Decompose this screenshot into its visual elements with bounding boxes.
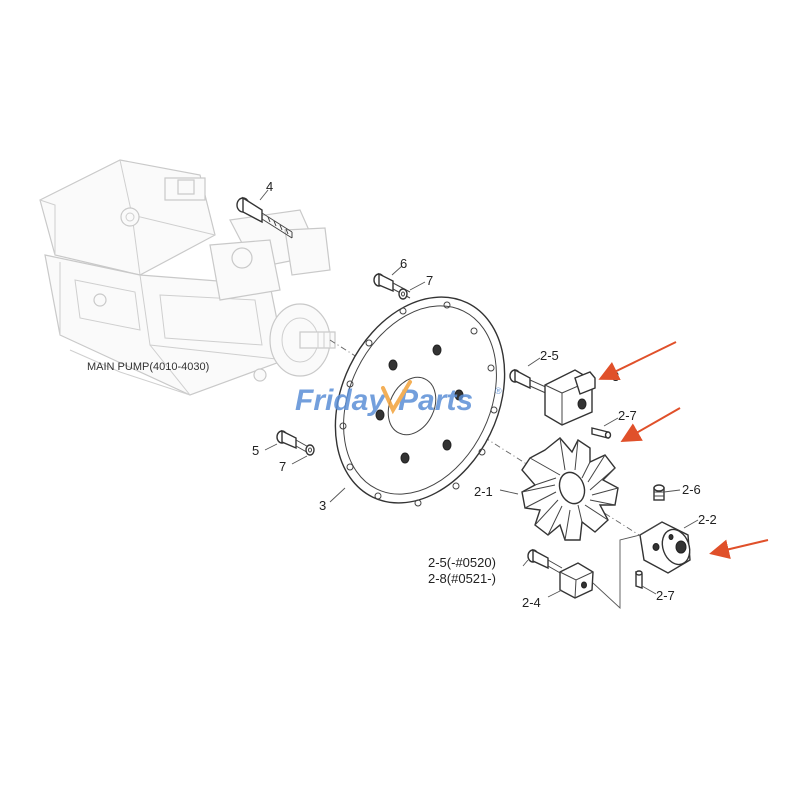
coupling-element-part-2-1 bbox=[521, 437, 619, 541]
callout-7-left: 7 bbox=[279, 459, 286, 474]
callout-2-2: 2-2 bbox=[698, 512, 717, 527]
watermark-text-parts: Parts bbox=[398, 384, 473, 417]
block-part-2-4 bbox=[559, 562, 594, 599]
pin-part-2-7-lower bbox=[635, 570, 643, 589]
callout-2-5-serial: 2-5(-#0520) bbox=[428, 555, 496, 570]
bolt-part-2-5 bbox=[509, 368, 549, 395]
watermark-check-icon bbox=[381, 380, 412, 415]
main-pump-label: MAIN PUMP(4010-4030) bbox=[87, 361, 209, 373]
bolt-part-4 bbox=[236, 196, 293, 239]
hub-part-2-3 bbox=[544, 369, 596, 426]
arrow-to-part-2-2 bbox=[709, 539, 769, 560]
callout-6: 6 bbox=[400, 256, 407, 271]
callout-2-7-bottom: 2-7 bbox=[656, 588, 675, 603]
highlight-arrows bbox=[598, 341, 769, 560]
callout-4: 4 bbox=[266, 179, 273, 194]
callout-2-6: 2-6 bbox=[682, 482, 701, 497]
flange-part-3 bbox=[334, 296, 506, 507]
callout-2-5: 2-5 bbox=[540, 348, 559, 363]
main-pump-drawing bbox=[39, 159, 336, 396]
watermark-text-friday: Friday bbox=[295, 384, 386, 417]
set-screw-part-2-6 bbox=[653, 484, 665, 501]
arrow-to-part-2-7 bbox=[620, 407, 681, 442]
callout-2-8-serial: 2-8(#0521-) bbox=[428, 571, 496, 586]
washer-part-7-lower bbox=[305, 444, 315, 456]
bolt-part-2-5-2-8 bbox=[527, 548, 563, 575]
pin-part-2-7-upper bbox=[591, 427, 612, 439]
watermark-registered: ® bbox=[495, 386, 502, 396]
hub-part-2-2 bbox=[639, 521, 691, 574]
bolt-part-6 bbox=[373, 272, 411, 299]
callout-7-top: 7 bbox=[426, 273, 433, 288]
bolt-part-5 bbox=[276, 429, 313, 456]
callout-2-1: 2-1 bbox=[474, 484, 493, 499]
callout-2-4: 2-4 bbox=[522, 595, 541, 610]
arrow-to-part-2-3 bbox=[598, 341, 677, 380]
callout-2-7-top: 2-7 bbox=[618, 408, 637, 423]
watermark-logo: Friday Parts ® bbox=[295, 380, 502, 417]
callout-3: 3 bbox=[319, 498, 326, 513]
washer-part-7-upper bbox=[398, 288, 408, 300]
callout-5: 5 bbox=[252, 443, 259, 458]
